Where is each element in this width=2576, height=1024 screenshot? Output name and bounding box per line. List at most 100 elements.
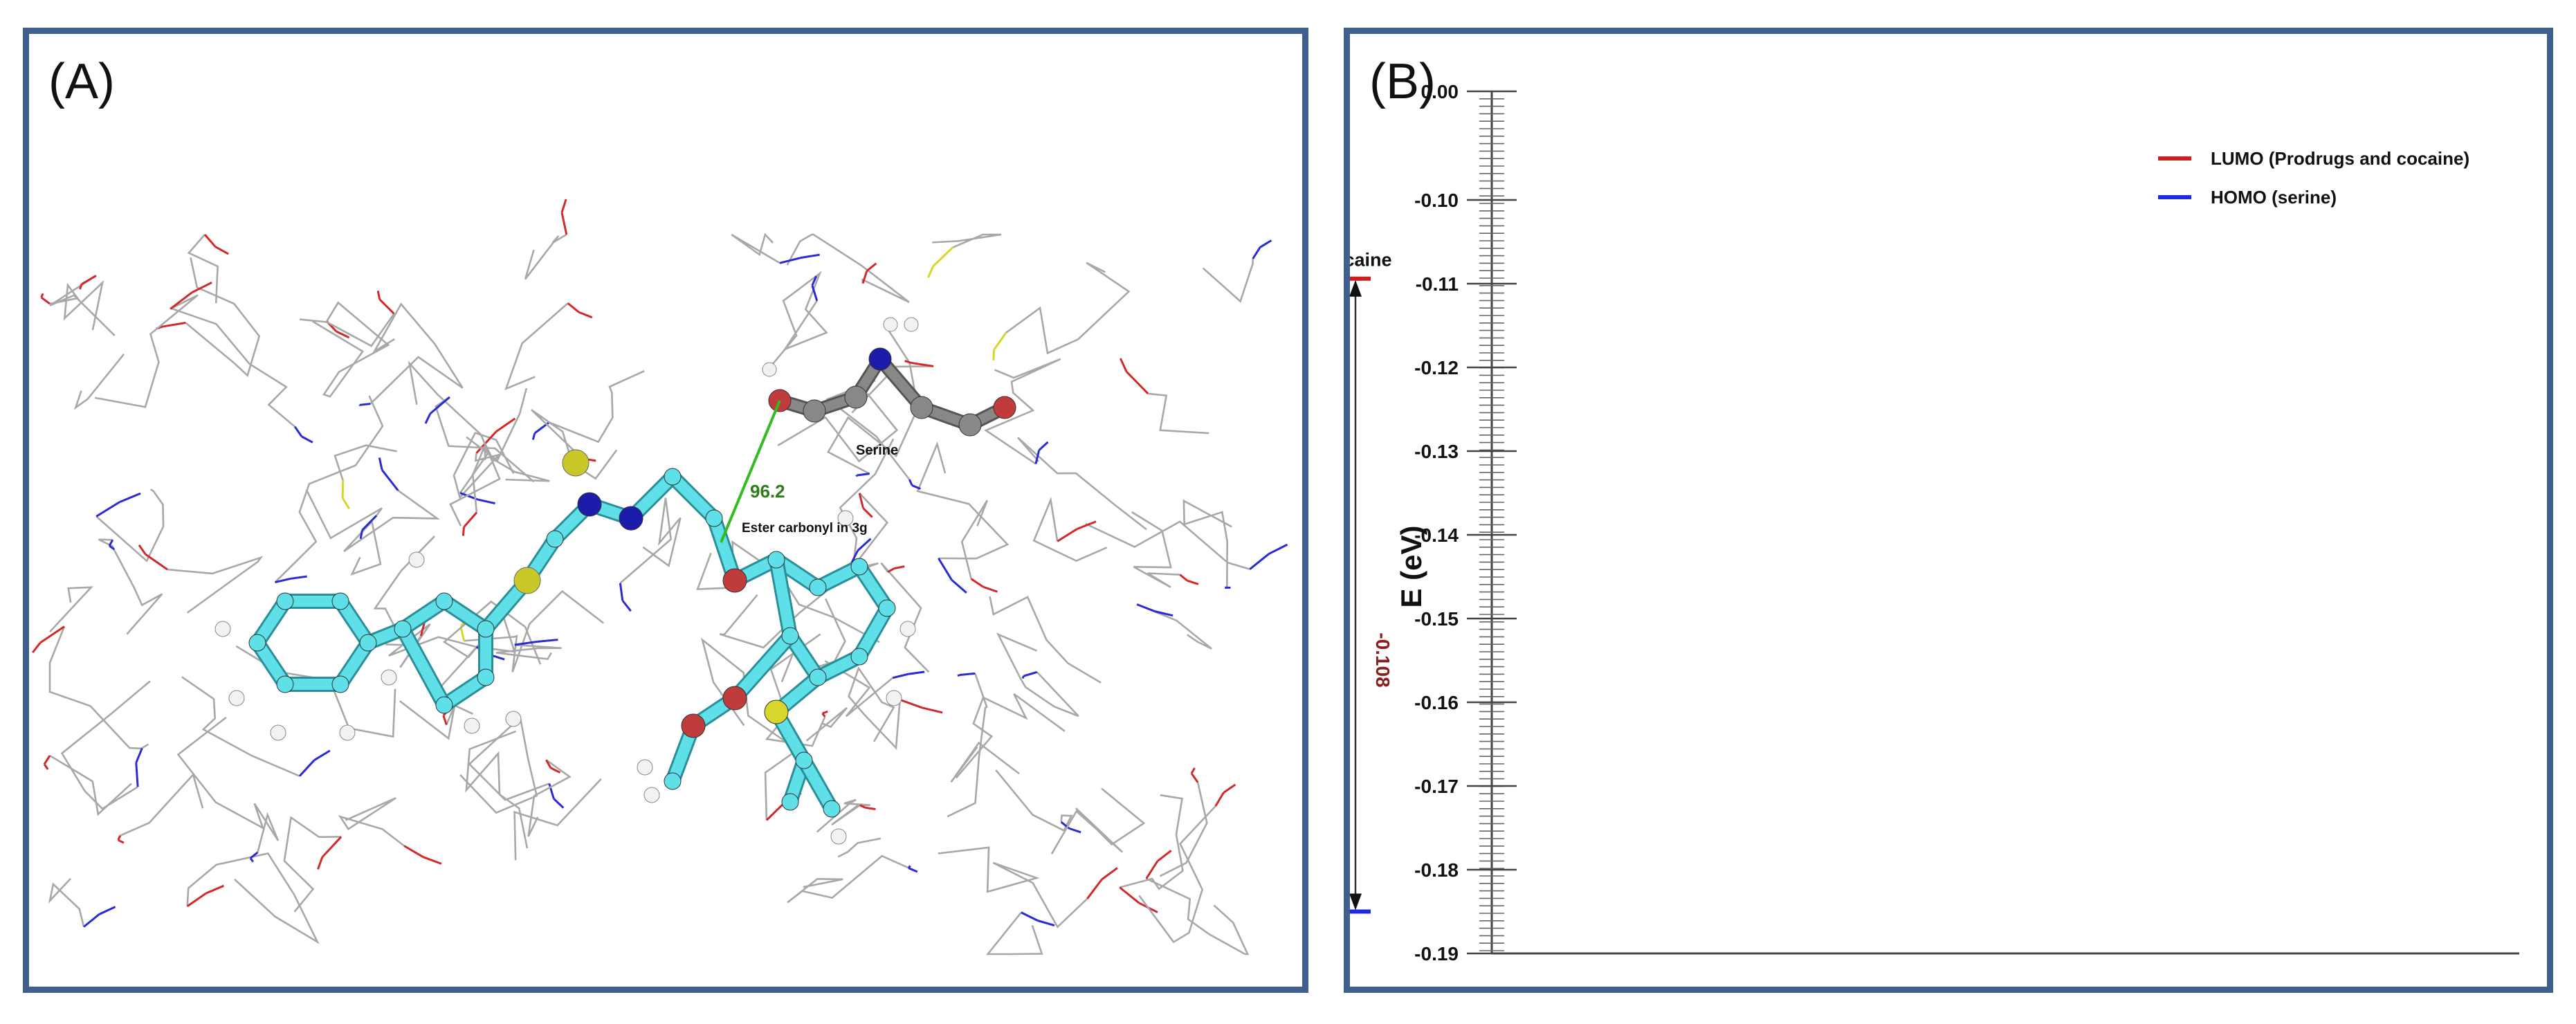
- protein-bond: [167, 556, 264, 614]
- ligand-bond: [729, 630, 796, 704]
- protein-bond: [443, 600, 542, 665]
- panel-b-energy-chart: (B) 0.00-0.10-0.11-0.12-0.13-0.14-0.15-0…: [1344, 28, 2553, 993]
- ligand-atom: [722, 568, 747, 593]
- heteroatom-bond: [904, 360, 912, 364]
- heteroatom-bond: [1021, 911, 1039, 922]
- heteroatom-bond: [170, 291, 193, 310]
- heteroatom-bond: [145, 553, 168, 571]
- y-tick-label: -0.11: [1416, 273, 1459, 295]
- protein-bond: [186, 852, 320, 944]
- heteroatom-bond: [1179, 574, 1188, 582]
- heteroatom-bond: [359, 403, 371, 406]
- heteroatom-bond: [1187, 579, 1199, 585]
- heteroatom-bond: [621, 600, 632, 612]
- heteroatom-bond: [779, 257, 801, 264]
- y-tick-label: -0.19: [1414, 943, 1459, 964]
- heteroatom-bond: [1154, 610, 1173, 617]
- legend-entry: HOMO (serine): [2211, 187, 2337, 208]
- protein-bond: [373, 536, 436, 646]
- ligand-bond: [854, 603, 893, 662]
- protein-bond: [49, 280, 104, 331]
- protein-bond: [73, 353, 125, 410]
- ligand-atom: [359, 634, 377, 652]
- heteroatom-bond: [495, 417, 516, 432]
- ligand-atom: [850, 558, 868, 576]
- heteroatom-bond: [1223, 783, 1236, 794]
- heteroatom-bond: [108, 539, 114, 547]
- heteroatom-bond: [862, 507, 873, 518]
- protein-bond: [342, 489, 441, 576]
- heteroatom-bond: [1190, 772, 1199, 783]
- protein-bond: [435, 396, 535, 483]
- ligand-atom: [477, 620, 495, 638]
- hydrogen-atom: [464, 717, 480, 734]
- protein-bond: [49, 754, 132, 816]
- heteroatom-bond: [908, 670, 925, 675]
- protein-bond: [995, 769, 1073, 832]
- heteroatom-bond: [43, 755, 51, 765]
- heteroatom-bond: [463, 511, 478, 528]
- protein-bond: [731, 232, 780, 264]
- heteroatom-bond: [109, 545, 116, 551]
- heteroatom-bond: [567, 302, 580, 313]
- heteroatom-bond: [993, 331, 1007, 351]
- heteroatom-bond: [95, 501, 120, 518]
- heteroatom-bond: [361, 515, 378, 531]
- hydrogen-atom: [381, 669, 397, 686]
- serine-hydrogen: [904, 317, 919, 332]
- heteroatom-bond: [578, 311, 593, 319]
- protein-bond: [955, 693, 1066, 779]
- heteroatom-bond: [1125, 371, 1149, 395]
- protein-bond: [839, 438, 895, 570]
- heteroatom-bond: [970, 578, 984, 588]
- y-tick-label: -0.15: [1414, 608, 1459, 630]
- ligand-bond: [397, 623, 450, 711]
- gap-arrow-head-down: [1350, 893, 1362, 911]
- ligand-atom: [477, 668, 495, 686]
- heteroatom-bond: [858, 493, 864, 509]
- heteroatom-bond: [1190, 767, 1196, 774]
- serine-hydrogen: [883, 317, 898, 332]
- heteroatom-bond: [537, 639, 558, 643]
- protein-bond: [932, 233, 1002, 248]
- heteroatom-bond: [619, 583, 624, 601]
- protein-bond: [1136, 603, 1212, 650]
- heteroatom-bond: [321, 836, 342, 858]
- protein-bond: [185, 257, 261, 378]
- heteroatom-bond: [811, 285, 819, 302]
- hydrogen-atom: [339, 724, 356, 741]
- ligand-atom: [795, 751, 813, 769]
- hydrogen-atom: [637, 759, 653, 776]
- protein-bond: [408, 360, 501, 527]
- heteroatom-bond: [39, 625, 65, 644]
- heteroatom-bond: [1145, 860, 1159, 879]
- heteroatom-bond: [1259, 239, 1272, 248]
- protein-bond: [513, 778, 602, 861]
- heteroatom-bond: [1252, 246, 1261, 259]
- heteroatom-bond: [475, 430, 497, 454]
- distance-label: 96.2: [750, 481, 785, 502]
- hydrogen-atom: [899, 621, 916, 637]
- protein-bond: [504, 302, 569, 391]
- heteroatom-bond: [376, 291, 381, 300]
- heteroatom-bond: [250, 851, 259, 859]
- protein-bond: [996, 632, 1079, 717]
- heteroatom-bond: [514, 640, 538, 646]
- protein-bond: [1182, 499, 1232, 588]
- protein-bond: [805, 707, 848, 742]
- hbond-distance-line: [720, 400, 781, 543]
- energy-level-chart: 0.00-0.10-0.11-0.12-0.13-0.14-0.15-0.16-…: [1350, 81, 2519, 964]
- ligand-atom: [577, 492, 602, 517]
- serine-atom: [993, 396, 1016, 419]
- ligand-atom: [664, 772, 682, 790]
- heteroatom-bond: [1086, 879, 1103, 899]
- protein-bond: [771, 271, 828, 365]
- protein-bond: [824, 660, 893, 717]
- heteroatom-bond: [117, 835, 122, 841]
- heteroatom-bond: [887, 567, 895, 574]
- heteroatom-bond: [951, 578, 967, 594]
- heteroatom-bond: [1038, 441, 1049, 451]
- ligand-atom: [681, 713, 706, 738]
- protein-bond: [1005, 262, 1131, 355]
- heteroatom-bond: [800, 253, 820, 259]
